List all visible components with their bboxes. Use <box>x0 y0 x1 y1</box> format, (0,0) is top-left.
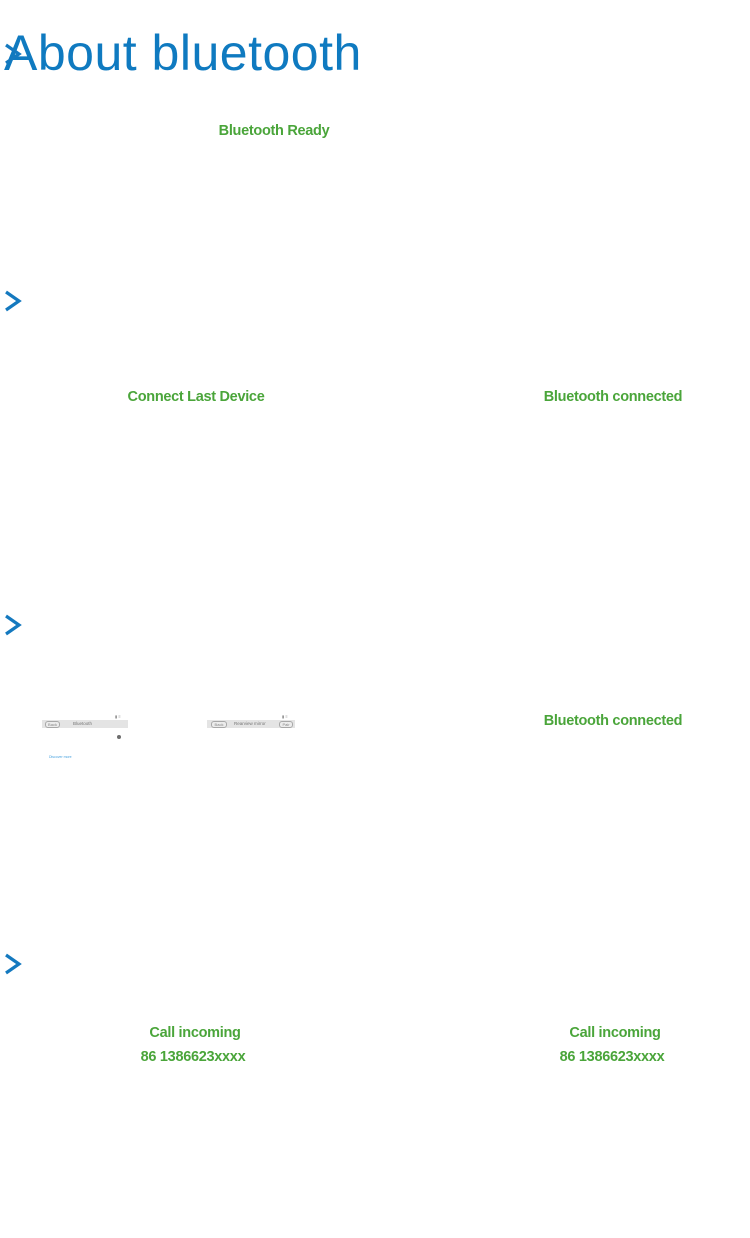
discover-link[interactable]: Discover more <box>49 755 72 759</box>
bluetooth-connected-status: Bluetooth connected <box>543 713 683 729</box>
back-button[interactable]: Back <box>211 721 227 728</box>
chevron-right-icon <box>2 952 24 976</box>
chevron-right-icon <box>2 289 24 313</box>
screen-header-bar <box>42 720 128 728</box>
call-incoming-label: Call incoming <box>569 1025 661 1041</box>
bluetooth-ready-status: Bluetooth Ready <box>218 123 330 139</box>
chevron-right-icon <box>2 42 24 66</box>
pair-button[interactable]: Pair <box>279 721 293 728</box>
bluetooth-connected-status: Bluetooth connected <box>543 389 683 405</box>
status-icons: ▮ ≡ <box>282 714 288 719</box>
pair-device-screen: ▮ ≡ Back Rearview mirror Pair <box>205 714 297 734</box>
toggle-indicator[interactable] <box>117 735 121 739</box>
screen-title: Bluetooth <box>73 721 93 726</box>
caller-number: 86 1386623xxxx <box>559 1049 665 1065</box>
screen-title: Rearview mirror <box>234 721 266 726</box>
status-icons: ▮ ≡ <box>115 714 121 719</box>
connect-last-device-status: Connect Last Device <box>127 389 265 405</box>
call-incoming-label: Call incoming <box>149 1025 241 1041</box>
page-title: About bluetooth <box>4 24 362 81</box>
caller-number: 86 1386623xxxx <box>140 1049 246 1065</box>
back-button[interactable]: Back <box>45 721 60 728</box>
screen-header-bar <box>207 720 295 728</box>
bluetooth-settings-screen: ▮ ≡ Back Bluetooth Discover more <box>40 714 130 764</box>
chevron-right-icon <box>2 613 24 637</box>
